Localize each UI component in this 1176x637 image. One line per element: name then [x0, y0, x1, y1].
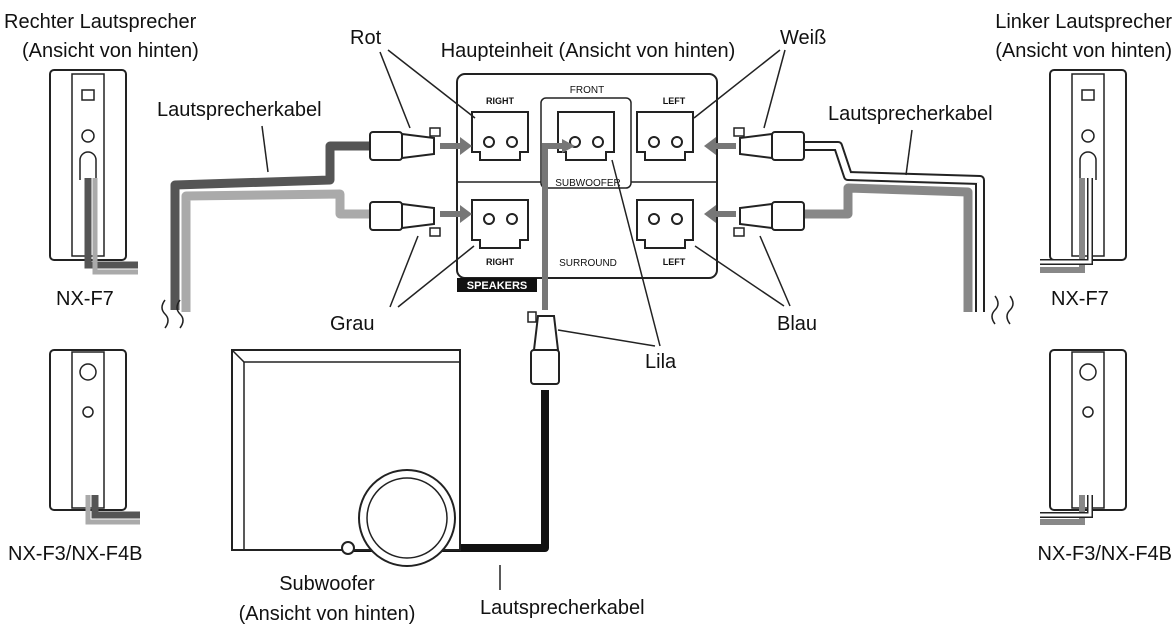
label-lila: Lila: [645, 351, 677, 373]
label-main-unit: Haupteinheit (Ansicht von hinten): [441, 40, 736, 62]
terminal-front-right[interactable]: [471, 111, 529, 161]
label-right-speaker-subtitle: (Ansicht von hinten): [22, 40, 199, 62]
arrow-lila: [542, 143, 570, 310]
label-grau: Grau: [330, 313, 374, 335]
terminal-surround-right[interactable]: [471, 199, 529, 249]
speaker-nx-f3-left: [1040, 349, 1127, 525]
cable-grau: [181, 189, 378, 312]
panel-right-bottom-label: RIGHT: [486, 257, 515, 267]
panel-subwoofer-label: SUBWOOFER: [555, 178, 621, 189]
label-cable-bottom: Lautsprecherkabel: [480, 597, 645, 619]
plug-rot: [369, 127, 441, 161]
label-right-speaker-title: Rechter Lautsprecher: [4, 11, 197, 33]
panel-speakers-badge: SPEAKERS: [467, 280, 528, 292]
insertion-arrows: [440, 137, 736, 223]
label-rot: Rot: [350, 27, 382, 49]
speaker-nx-f3-right: [49, 349, 140, 525]
terminal-surround-left[interactable]: [636, 199, 694, 249]
label-model-f3-left: NX-F3/NX-F4B: [1038, 543, 1172, 565]
label-model-f3-right: NX-F3/NX-F4B: [8, 543, 142, 565]
terminal-front-left[interactable]: [636, 111, 694, 161]
panel-front-label: FRONT: [570, 85, 604, 96]
plug-blau: [733, 201, 805, 237]
subwoofer-box: [231, 349, 461, 567]
cable-blau: [802, 183, 973, 312]
plug-weiss: [733, 127, 805, 161]
leader-lines: [261, 49, 913, 590]
label-cable-left: Lautsprecherkabel: [157, 99, 322, 121]
speaker-nx-f7-left: [1040, 69, 1127, 273]
label-subwoofer-title: Subwoofer: [279, 573, 375, 595]
label-left-speaker-title: Linker Lautsprecher: [995, 11, 1172, 33]
cable-rot: [170, 141, 378, 310]
cable-break-left: [161, 299, 184, 329]
label-blau: Blau: [777, 313, 817, 335]
subwoofer-input-jack[interactable]: [341, 541, 355, 555]
speaker-nx-f7-right: [49, 69, 138, 275]
panel-surround-label: SURROUND: [559, 258, 617, 269]
plug-lila: [527, 311, 560, 385]
label-left-speaker-subtitle: (Ansicht von hinten): [995, 40, 1172, 62]
label-weiss: Weiß: [780, 27, 826, 49]
label-cable-right: Lautsprecherkabel: [828, 103, 993, 125]
panel-left-bottom-label: LEFT: [663, 257, 686, 267]
arrow-lila-head: [562, 139, 575, 153]
plug-grau: [369, 201, 441, 237]
label-subwoofer-subtitle: (Ansicht von hinten): [239, 603, 416, 625]
main-unit-panel: FRONT RIGHT LEFT SUBWOOFER RIGHT LEFT SU…: [456, 73, 718, 292]
cable-break-right: [991, 295, 1014, 325]
panel-right-top-label: RIGHT: [486, 96, 515, 106]
terminal-subwoofer[interactable]: [557, 111, 615, 161]
panel-left-top-label: LEFT: [663, 96, 686, 106]
label-model-f7-right: NX-F7: [56, 288, 114, 310]
cable-weiss: [802, 141, 985, 312]
label-model-f7-left: NX-F7: [1051, 288, 1109, 310]
